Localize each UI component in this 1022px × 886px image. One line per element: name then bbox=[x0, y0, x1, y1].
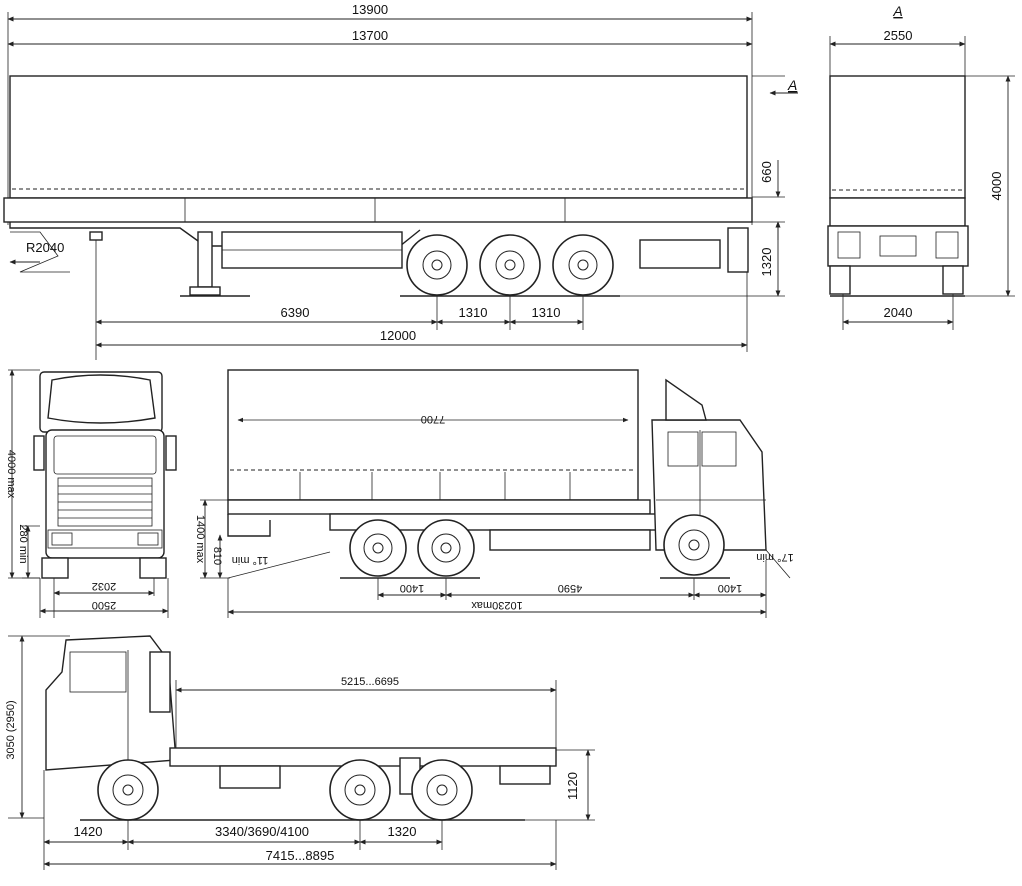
trailer-rear-view: A 2550 4000 2040 bbox=[827, 3, 1015, 330]
kingpin bbox=[89, 231, 103, 241]
dim-trailer-rear-height: 4000 bbox=[989, 172, 1004, 201]
trailer-rear-bumper-area bbox=[827, 225, 969, 267]
trailer-side-rail bbox=[3, 197, 753, 223]
dim-truck-body-length: 7700 bbox=[421, 413, 445, 425]
truck-front-view: 4000 max 280 min 2032 2500 bbox=[5, 369, 177, 618]
dim-trailer-side-height: 660 bbox=[759, 161, 774, 183]
landing-gear bbox=[197, 231, 213, 288]
dim-axle-spacing-2: 1310 bbox=[532, 305, 561, 320]
dim-truck-front-height: 4000 max bbox=[5, 450, 17, 499]
trailer-rear-body bbox=[829, 75, 966, 199]
dim-rear-angle: 11° min bbox=[232, 554, 269, 566]
dim-trailer-wheelbase: 12000 bbox=[380, 328, 416, 343]
dim-trailer-rear-width: 2550 bbox=[884, 28, 913, 43]
dim-truck-wheelbase: 4590 bbox=[558, 582, 582, 594]
trailer-rear-guard bbox=[639, 239, 721, 269]
dim-kingpin-to-axle: 6390 bbox=[281, 305, 310, 320]
dim-chassis-overall-length: 7415...8895 bbox=[266, 848, 335, 863]
section-label-side: A bbox=[787, 77, 797, 93]
dim-front-angle: 17° min bbox=[756, 551, 793, 563]
dim-hitch-height: 810 bbox=[211, 547, 223, 565]
dim-trailer-deck-height: 1320 bbox=[759, 248, 774, 277]
dim-truck-deck-height: 1400 max bbox=[194, 515, 206, 564]
section-label-rear: A bbox=[892, 3, 902, 19]
dim-chassis-tandem: 1320 bbox=[388, 824, 417, 839]
truck-roof-spoiler bbox=[665, 378, 707, 421]
dim-chassis-cab-height: 3050 (2950) bbox=[5, 700, 17, 759]
trailer-side-view: 13900 13700 A 660 1320 R2040 6390 1310 1… bbox=[3, 2, 798, 360]
dim-trailer-radius: R2040 bbox=[26, 240, 64, 255]
truck-side-view: 7700 1400 max 810 11° min 17° min 1400 4… bbox=[194, 369, 794, 618]
dim-truck-rear-overhang: 1400 bbox=[400, 582, 424, 594]
dim-chassis-frame-height: 1120 bbox=[565, 772, 580, 800]
chassis-side-view: 3050 (2950) 5215...6695 1120 1420 3340/3… bbox=[5, 635, 595, 870]
dim-chassis-frame-length: 5215...6695 bbox=[341, 676, 399, 688]
dim-ground-clearance: 280 min bbox=[17, 524, 29, 563]
dim-trailer-track-width: 2040 bbox=[884, 305, 913, 320]
truck-curtain-body bbox=[227, 369, 639, 501]
dim-axle-spacing-1: 1310 bbox=[459, 305, 488, 320]
dim-truck-front-overhang: 1400 bbox=[718, 582, 742, 594]
dim-trailer-overall-length: 13900 bbox=[352, 2, 388, 17]
dim-overall-width: 2500 bbox=[92, 599, 116, 611]
dim-chassis-front-overhang: 1420 bbox=[74, 824, 103, 839]
dim-front-track: 2032 bbox=[92, 580, 116, 592]
dim-truck-overall-length: 10230max bbox=[471, 599, 523, 611]
dim-trailer-body-length: 13700 bbox=[352, 28, 388, 43]
dim-chassis-wheelbase: 3340/3690/4100 bbox=[215, 824, 309, 839]
trailer-curtain-body bbox=[9, 75, 748, 199]
